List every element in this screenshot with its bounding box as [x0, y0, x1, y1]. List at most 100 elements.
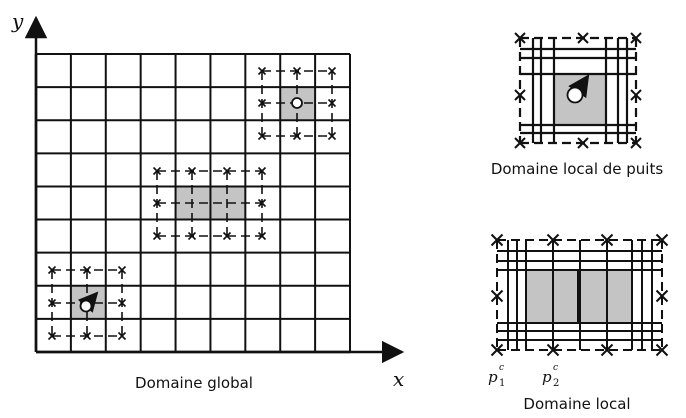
cross-icon — [490, 233, 504, 247]
cross-stroke — [655, 289, 669, 303]
cross-icon — [630, 32, 642, 44]
cross-stroke — [514, 137, 526, 149]
well-local-domain-caption: Domaine local de puits — [491, 160, 664, 178]
cross-icon — [546, 343, 560, 357]
cross-stroke — [514, 32, 526, 44]
cross-stroke — [600, 233, 614, 247]
cross-icon — [257, 131, 267, 141]
cross-icon — [222, 231, 232, 241]
cross-icon — [490, 289, 504, 303]
cross-stroke — [152, 198, 162, 208]
cross-stroke — [546, 343, 560, 357]
cross-icon — [222, 166, 232, 176]
cross-stroke — [222, 231, 232, 241]
cross-stroke — [327, 66, 337, 76]
cross-icon — [327, 98, 337, 108]
cross-stroke — [655, 233, 669, 247]
cross-icon — [82, 265, 92, 275]
well-local-grid — [518, 36, 638, 145]
cross-stroke — [600, 343, 614, 357]
cross-stroke — [47, 331, 57, 341]
global-well-marker — [77, 291, 99, 313]
cross-stroke — [490, 343, 504, 357]
cross-stroke — [630, 137, 642, 149]
cross-stroke — [187, 166, 197, 176]
cross-stroke — [152, 231, 162, 241]
cross-stroke — [117, 331, 127, 341]
p1-subscript: 1 — [499, 378, 505, 389]
circle-with-arrow-icon — [566, 86, 584, 104]
cross-stroke — [630, 32, 642, 44]
cross-icon — [655, 289, 669, 303]
cross-icon — [577, 32, 589, 44]
cross-icon — [257, 66, 267, 76]
cross-stroke — [257, 166, 267, 176]
cross-icon — [257, 198, 267, 208]
cross-stroke — [257, 98, 267, 108]
x-axis-label: x — [393, 367, 404, 391]
local-point-label-p1: p c 1 — [488, 363, 505, 389]
cross-icon — [327, 131, 337, 141]
cross-icon — [257, 231, 267, 241]
cross-stroke — [577, 137, 589, 149]
cross-stroke — [257, 198, 267, 208]
cross-stroke — [490, 289, 504, 303]
p1-base: p — [488, 368, 498, 386]
small-circle-icon — [291, 97, 303, 109]
local-grid — [496, 239, 663, 351]
cross-icon — [577, 137, 589, 149]
p2-base: p — [542, 368, 552, 386]
cross-icon — [630, 89, 642, 101]
axes: y x — [11, 9, 404, 391]
cross-icon — [117, 331, 127, 341]
local-point-label-p2: p c 2 — [542, 363, 559, 389]
cross-icon — [187, 231, 197, 241]
cross-stroke — [257, 231, 267, 241]
cross-stroke — [577, 32, 589, 44]
y-axis-label: y — [11, 9, 24, 33]
p1-superscript: c — [499, 363, 504, 373]
cross-icon — [546, 233, 560, 247]
well-local-well-marker — [566, 74, 590, 104]
cross-stroke — [292, 66, 302, 76]
global-overlay-center — [152, 166, 267, 241]
cross-stroke — [327, 131, 337, 141]
cross-stroke — [490, 233, 504, 247]
cross-stroke — [82, 331, 92, 341]
circle-with-arrow-icon — [79, 299, 93, 313]
cross-icon — [327, 66, 337, 76]
cross-stroke — [257, 131, 267, 141]
local-domain — [490, 233, 669, 357]
cross-icon — [292, 66, 302, 76]
cross-icon — [655, 343, 669, 357]
cross-icon — [655, 233, 669, 247]
cross-icon — [47, 265, 57, 275]
global-domain-caption: Domaine global — [135, 374, 253, 392]
cross-icon — [514, 137, 526, 149]
cross-icon — [257, 166, 267, 176]
cross-stroke — [655, 343, 669, 357]
cross-icon — [152, 198, 162, 208]
cross-stroke — [47, 298, 57, 308]
cross-icon — [47, 331, 57, 341]
cross-icon — [187, 166, 197, 176]
cross-stroke — [117, 298, 127, 308]
cross-icon — [292, 131, 302, 141]
cross-stroke — [152, 166, 162, 176]
cross-icon — [117, 298, 127, 308]
cross-stroke — [292, 131, 302, 141]
cross-stroke — [187, 231, 197, 241]
cross-stroke — [546, 233, 560, 247]
well-local-domain — [514, 32, 642, 149]
cross-icon — [490, 343, 504, 357]
p2-superscript: c — [553, 363, 558, 373]
cross-icon — [630, 137, 642, 149]
cross-icon — [514, 89, 526, 101]
well-local-crosses — [514, 32, 642, 149]
cross-icon — [514, 32, 526, 44]
local-domain-caption: Domaine local — [523, 395, 630, 413]
cross-stroke — [47, 265, 57, 275]
cross-stroke — [117, 265, 127, 275]
cross-icon — [600, 343, 614, 357]
global-domain — [34, 53, 351, 354]
